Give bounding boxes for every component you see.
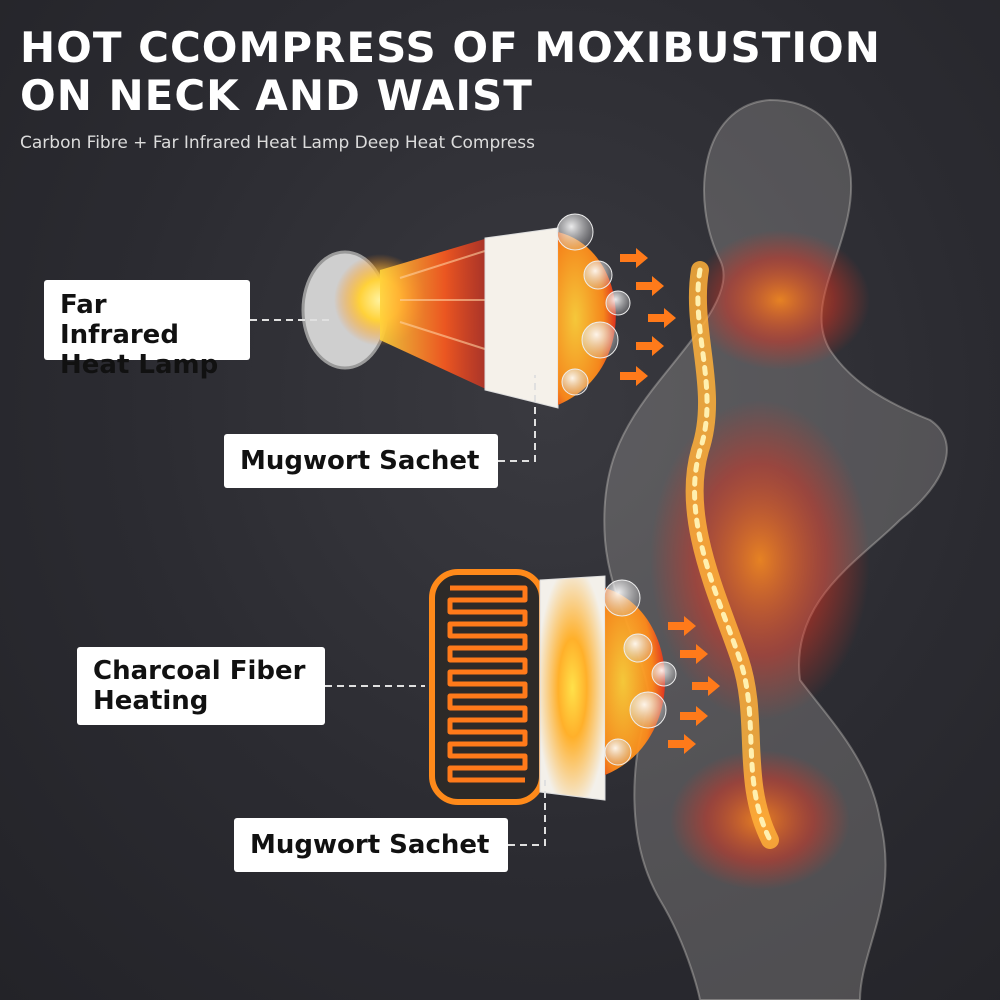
far-infrared-heat-lamp-label: Far Infrared Heat Lamp bbox=[44, 280, 250, 380]
heating-coil-icon bbox=[429, 569, 545, 805]
label-line: Far Infrared bbox=[60, 290, 179, 350]
label-line: Heat Lamp bbox=[60, 350, 219, 380]
label-line: Charcoal Fiber bbox=[93, 656, 306, 686]
charcoal-fiber-heating-label: Charcoal Fiber Heating bbox=[77, 647, 325, 725]
herb-bubble-icon bbox=[603, 579, 641, 617]
page-title: HOT CCOMPRESS OF MOXIBUSTION ON NECK AND… bbox=[20, 24, 920, 120]
title-line-2: ON NECK AND WAIST bbox=[20, 71, 533, 120]
herb-bubble-icon bbox=[556, 213, 594, 251]
heat-arrow-icon bbox=[668, 616, 720, 754]
mugwort-sachet-label-bottom: Mugwort Sachet bbox=[234, 818, 508, 872]
callout-leader-lines bbox=[250, 319, 546, 846]
label-line: Heating bbox=[93, 686, 209, 716]
body-spine-figure bbox=[603, 98, 948, 1000]
title-line-1: HOT CCOMPRESS OF MOXIBUSTION bbox=[20, 23, 881, 72]
mugwort-sachet-icon bbox=[484, 213, 631, 409]
mugwort-sachet-icon bbox=[539, 575, 677, 801]
label-line: Mugwort Sachet bbox=[240, 446, 480, 476]
label-line: Mugwort Sachet bbox=[250, 830, 490, 860]
mugwort-sachet-label-top: Mugwort Sachet bbox=[224, 434, 498, 488]
heat-arrow-icon bbox=[620, 248, 676, 386]
heat-lamp-icon bbox=[301, 238, 489, 390]
subtitle: Carbon Fibre + Far Infrared Heat Lamp De… bbox=[20, 133, 536, 153]
